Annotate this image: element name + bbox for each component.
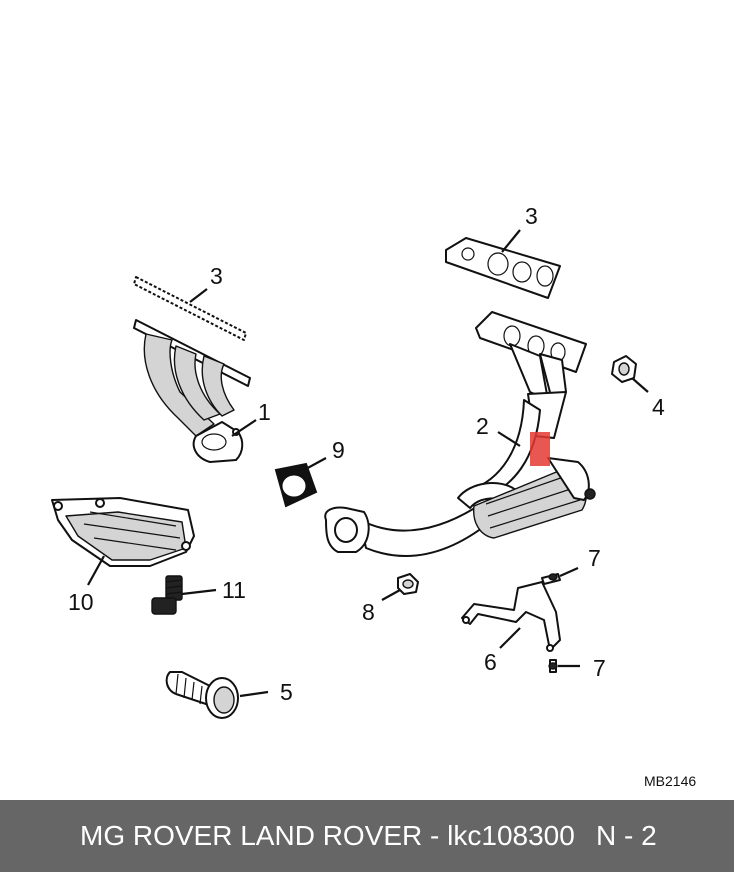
callout-10: 10: [68, 589, 94, 615]
callout-3-right: 3: [525, 203, 538, 229]
left-exhaust-manifold-part: [133, 319, 257, 463]
bolt-part-11: [151, 575, 217, 615]
callout-11: 11: [222, 577, 246, 603]
callout-7-lower: 7: [593, 655, 606, 681]
bolt-part-7-upper: [541, 566, 579, 585]
stud-bolt-part: [165, 671, 269, 719]
footer-page-text: N - 2: [596, 820, 657, 851]
bracket-part: [461, 581, 561, 652]
nut-part: [611, 355, 649, 393]
front-pipe-catalyst-part: [324, 311, 596, 557]
right-gasket-part: [445, 229, 561, 299]
exploded-parts-diagram: 1 2 3 3 4 5 6 7 7 8 9 10 11 MB2146: [51, 203, 696, 789]
callout-9: 9: [332, 437, 345, 463]
footer-brand-text: MG ROVER LAND ROVER - lkc108300: [80, 820, 575, 851]
callout-1: 1: [258, 399, 271, 425]
heat-shield-part: [51, 497, 195, 586]
callout-3-left: 3: [210, 263, 223, 289]
callout-5: 5: [280, 679, 293, 705]
callout-6: 6: [484, 649, 497, 675]
flange-gasket-part: [274, 457, 327, 508]
callout-7-upper: 7: [588, 545, 601, 571]
callout-4: 4: [652, 394, 665, 420]
drawing-code: MB2146: [644, 773, 696, 789]
callout-2: 2: [476, 413, 489, 439]
footer-bar: MG ROVER LAND ROVER - lkc108300 N - 2: [0, 800, 734, 872]
left-gasket-part: [133, 276, 247, 341]
nut-part-8: [381, 573, 419, 601]
bolt-part-7-lower: [548, 659, 580, 673]
highlight-marker: [530, 432, 550, 466]
callout-8: 8: [362, 599, 375, 625]
